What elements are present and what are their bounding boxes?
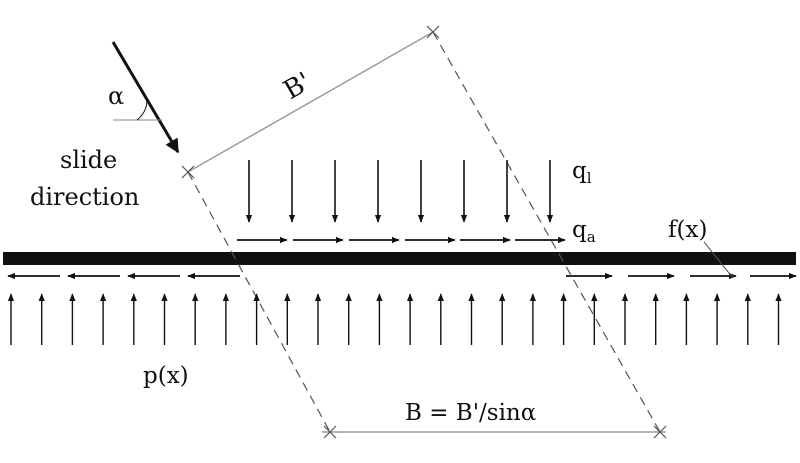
q-a-label: qa xyxy=(572,217,596,246)
q-l-subscript: l xyxy=(587,169,592,187)
slide-label: slide xyxy=(60,146,117,174)
beam xyxy=(3,252,796,265)
f-x-leader-line xyxy=(703,241,734,279)
tick-mark xyxy=(323,425,337,439)
p-x-label: p(x) xyxy=(143,363,189,389)
tick-mark xyxy=(426,25,440,39)
tick-mark xyxy=(181,165,195,179)
distributed-load-ql-arrows xyxy=(245,160,554,223)
q-a-subscript: a xyxy=(587,228,596,246)
slide-direction-line2-label: direction xyxy=(30,183,139,211)
pressure-px-arrows xyxy=(7,293,782,345)
b-equation-label: B = B'/sinα xyxy=(405,400,536,426)
slide-direction-arrow xyxy=(111,41,180,154)
dashed-line-left xyxy=(187,171,331,433)
q-l-label: ql xyxy=(572,158,592,187)
b-prime-label: B' xyxy=(279,67,317,106)
b-prime-dimension-line xyxy=(187,31,434,173)
dashed-line-right xyxy=(432,31,661,433)
angle-arc xyxy=(136,99,148,121)
tick-mark xyxy=(653,425,667,439)
alpha-label: α xyxy=(108,82,124,110)
f-x-label: f(x) xyxy=(668,217,707,243)
